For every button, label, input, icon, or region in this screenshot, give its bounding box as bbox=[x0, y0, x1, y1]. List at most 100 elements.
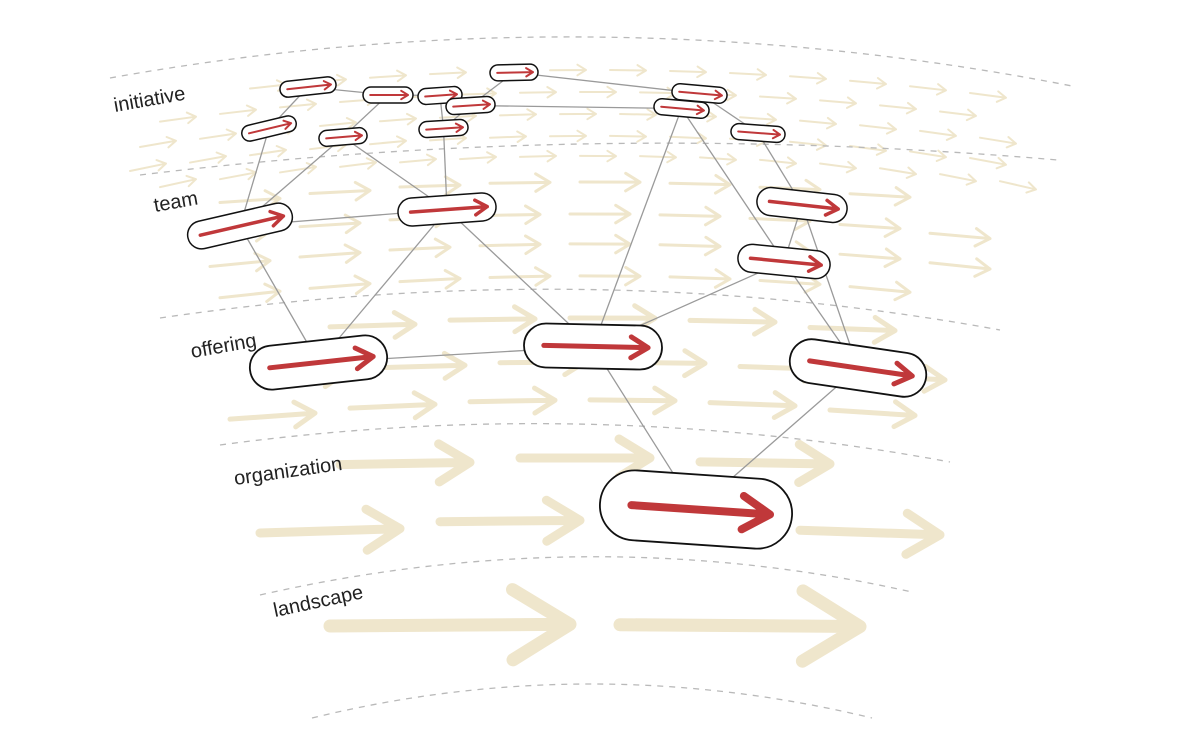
band-boundary-1 bbox=[139, 142, 1059, 176]
flow-arrow-r2-4 bbox=[379, 112, 417, 126]
flow-node-9[interactable] bbox=[418, 118, 469, 139]
flow-node-1[interactable] bbox=[489, 63, 539, 82]
node-arrow-icon-7 bbox=[248, 119, 293, 135]
flow-arrow-r3-6 bbox=[489, 130, 527, 143]
flow-node-6[interactable] bbox=[653, 97, 710, 120]
flow-node-12[interactable] bbox=[397, 192, 497, 227]
node-arrow-icon-5 bbox=[678, 89, 723, 101]
node-arrow-icon-16 bbox=[541, 334, 651, 361]
flow-node-2[interactable] bbox=[362, 86, 414, 104]
flow-node-11[interactable] bbox=[185, 200, 295, 251]
flow-arrow-r11-0 bbox=[227, 399, 318, 430]
flow-arrow-r0-6 bbox=[609, 64, 647, 77]
flow-arrow-r6-4 bbox=[568, 203, 632, 225]
link-6-14 bbox=[680, 108, 785, 262]
flow-arrow-r9-3 bbox=[687, 306, 778, 337]
flow-arrow-r2-3 bbox=[319, 117, 357, 130]
flow-arrow-r2-10 bbox=[739, 112, 777, 126]
flow-arrow-r5-2 bbox=[398, 175, 462, 196]
flow-node-7[interactable] bbox=[240, 114, 298, 143]
node-arrow-icon-9 bbox=[425, 122, 464, 133]
flow-arrow-r4-2 bbox=[279, 162, 317, 175]
flow-arrow-r4-5 bbox=[459, 151, 497, 164]
node-arrow-icon-18 bbox=[627, 492, 774, 534]
flow-arrow-r7-8 bbox=[928, 257, 992, 278]
flow-arrow-r1-13 bbox=[939, 108, 977, 122]
flow-arrow-r3-14 bbox=[969, 156, 1007, 170]
band-boundary-0 bbox=[109, 36, 1073, 87]
flow-node-4[interactable] bbox=[445, 95, 496, 116]
link-4-6 bbox=[470, 104, 682, 110]
flow-arrow-r4-12 bbox=[879, 166, 917, 179]
flow-node-16[interactable] bbox=[523, 322, 663, 371]
link-1-5 bbox=[513, 71, 700, 95]
band-label-landscape: landscape bbox=[271, 581, 365, 621]
node-arrow-icon-14 bbox=[748, 254, 823, 273]
flow-arrow-r11-3 bbox=[587, 385, 678, 416]
flow-arrow-r4-11 bbox=[819, 160, 857, 174]
flow-arrow-r12-0 bbox=[335, 439, 475, 487]
flow-arrow-r3-13 bbox=[909, 149, 947, 162]
flow-arrow-r7-7 bbox=[838, 247, 902, 268]
flow-arrow-r7-5 bbox=[658, 235, 722, 257]
node-arrow-icon-17 bbox=[807, 358, 915, 387]
flow-arrow-r9-0 bbox=[327, 310, 418, 340]
flow-arrow-r3-2 bbox=[249, 145, 287, 158]
flow-arrow-r4-10 bbox=[759, 156, 797, 169]
flow-arrow-r5-3 bbox=[488, 172, 552, 193]
flow-node-18[interactable] bbox=[598, 468, 795, 551]
flow-arrow-r2-0 bbox=[139, 136, 177, 149]
flow-arrow-r3-9 bbox=[669, 131, 707, 145]
flow-node-14[interactable] bbox=[737, 243, 832, 280]
flow-arrow-r4-3 bbox=[339, 157, 377, 170]
flow-arrow-r5-4 bbox=[578, 171, 642, 193]
flow-arrow-r8-2 bbox=[398, 269, 462, 290]
flow-arrow-r5-5 bbox=[668, 174, 732, 195]
flow-arrow-r0-7 bbox=[669, 65, 707, 79]
flow-arrow-r4-8 bbox=[639, 150, 677, 164]
node-arrow-icon-1 bbox=[496, 67, 534, 78]
flow-arrow-r2-13 bbox=[919, 128, 957, 141]
node-arrow-icon-4 bbox=[452, 99, 491, 110]
flow-arrow-r5-7 bbox=[848, 186, 912, 207]
band-label-team: team bbox=[152, 188, 200, 217]
flow-node-8[interactable] bbox=[318, 126, 368, 148]
flow-arrow-r4-1 bbox=[219, 167, 257, 181]
flow-arrow-r4-0 bbox=[159, 174, 197, 189]
flow-node-17[interactable] bbox=[787, 336, 929, 400]
flow-arrow-r12-2 bbox=[695, 439, 835, 487]
flow-arrow-r7-2 bbox=[388, 237, 452, 259]
flow-arrow-r4-7 bbox=[579, 149, 617, 163]
flow-arrow-r2-7 bbox=[559, 107, 597, 121]
flow-arrow-r11-1 bbox=[347, 390, 438, 421]
flow-node-10[interactable] bbox=[730, 122, 786, 144]
node-arrow-icon-12 bbox=[408, 198, 489, 217]
flow-arrow-r0-5 bbox=[549, 63, 587, 77]
flow-arrow-r3-4 bbox=[369, 135, 407, 148]
flow-arrow-r0-2 bbox=[369, 69, 407, 83]
flow-node-13[interactable] bbox=[755, 186, 848, 224]
flow-arrow-r3-8 bbox=[609, 130, 647, 143]
flow-arrow-r0-3 bbox=[429, 66, 467, 79]
flow-arrow-r4-6 bbox=[519, 149, 557, 163]
flow-arrow-r1-2 bbox=[279, 98, 317, 111]
link-11-15 bbox=[239, 225, 320, 363]
flow-arrow-r3-1 bbox=[189, 151, 227, 164]
flow-arrow-r1-11 bbox=[819, 96, 857, 109]
flow-arrow-r1-6 bbox=[519, 86, 557, 99]
flow-arrow-r4-9 bbox=[699, 153, 737, 166]
flow-node-0[interactable] bbox=[279, 76, 337, 98]
node-arrow-icon-11 bbox=[198, 209, 286, 237]
flow-arrow-r4-14 bbox=[999, 180, 1037, 194]
flow-node-15[interactable] bbox=[248, 333, 390, 392]
flow-arrow-r3-7 bbox=[549, 129, 587, 143]
flow-arrow-r11-2 bbox=[467, 385, 558, 416]
node-arrow-icon-13 bbox=[767, 198, 840, 217]
flow-arrow-r0-8 bbox=[729, 68, 767, 81]
flow-arrow-r4-13 bbox=[939, 173, 977, 186]
flow-arrow-r1-0 bbox=[159, 111, 197, 125]
flow-arrow-r2-8 bbox=[619, 108, 657, 121]
flow-arrow-r1-12 bbox=[879, 101, 917, 115]
flow-arrow-r2-1 bbox=[199, 128, 237, 141]
